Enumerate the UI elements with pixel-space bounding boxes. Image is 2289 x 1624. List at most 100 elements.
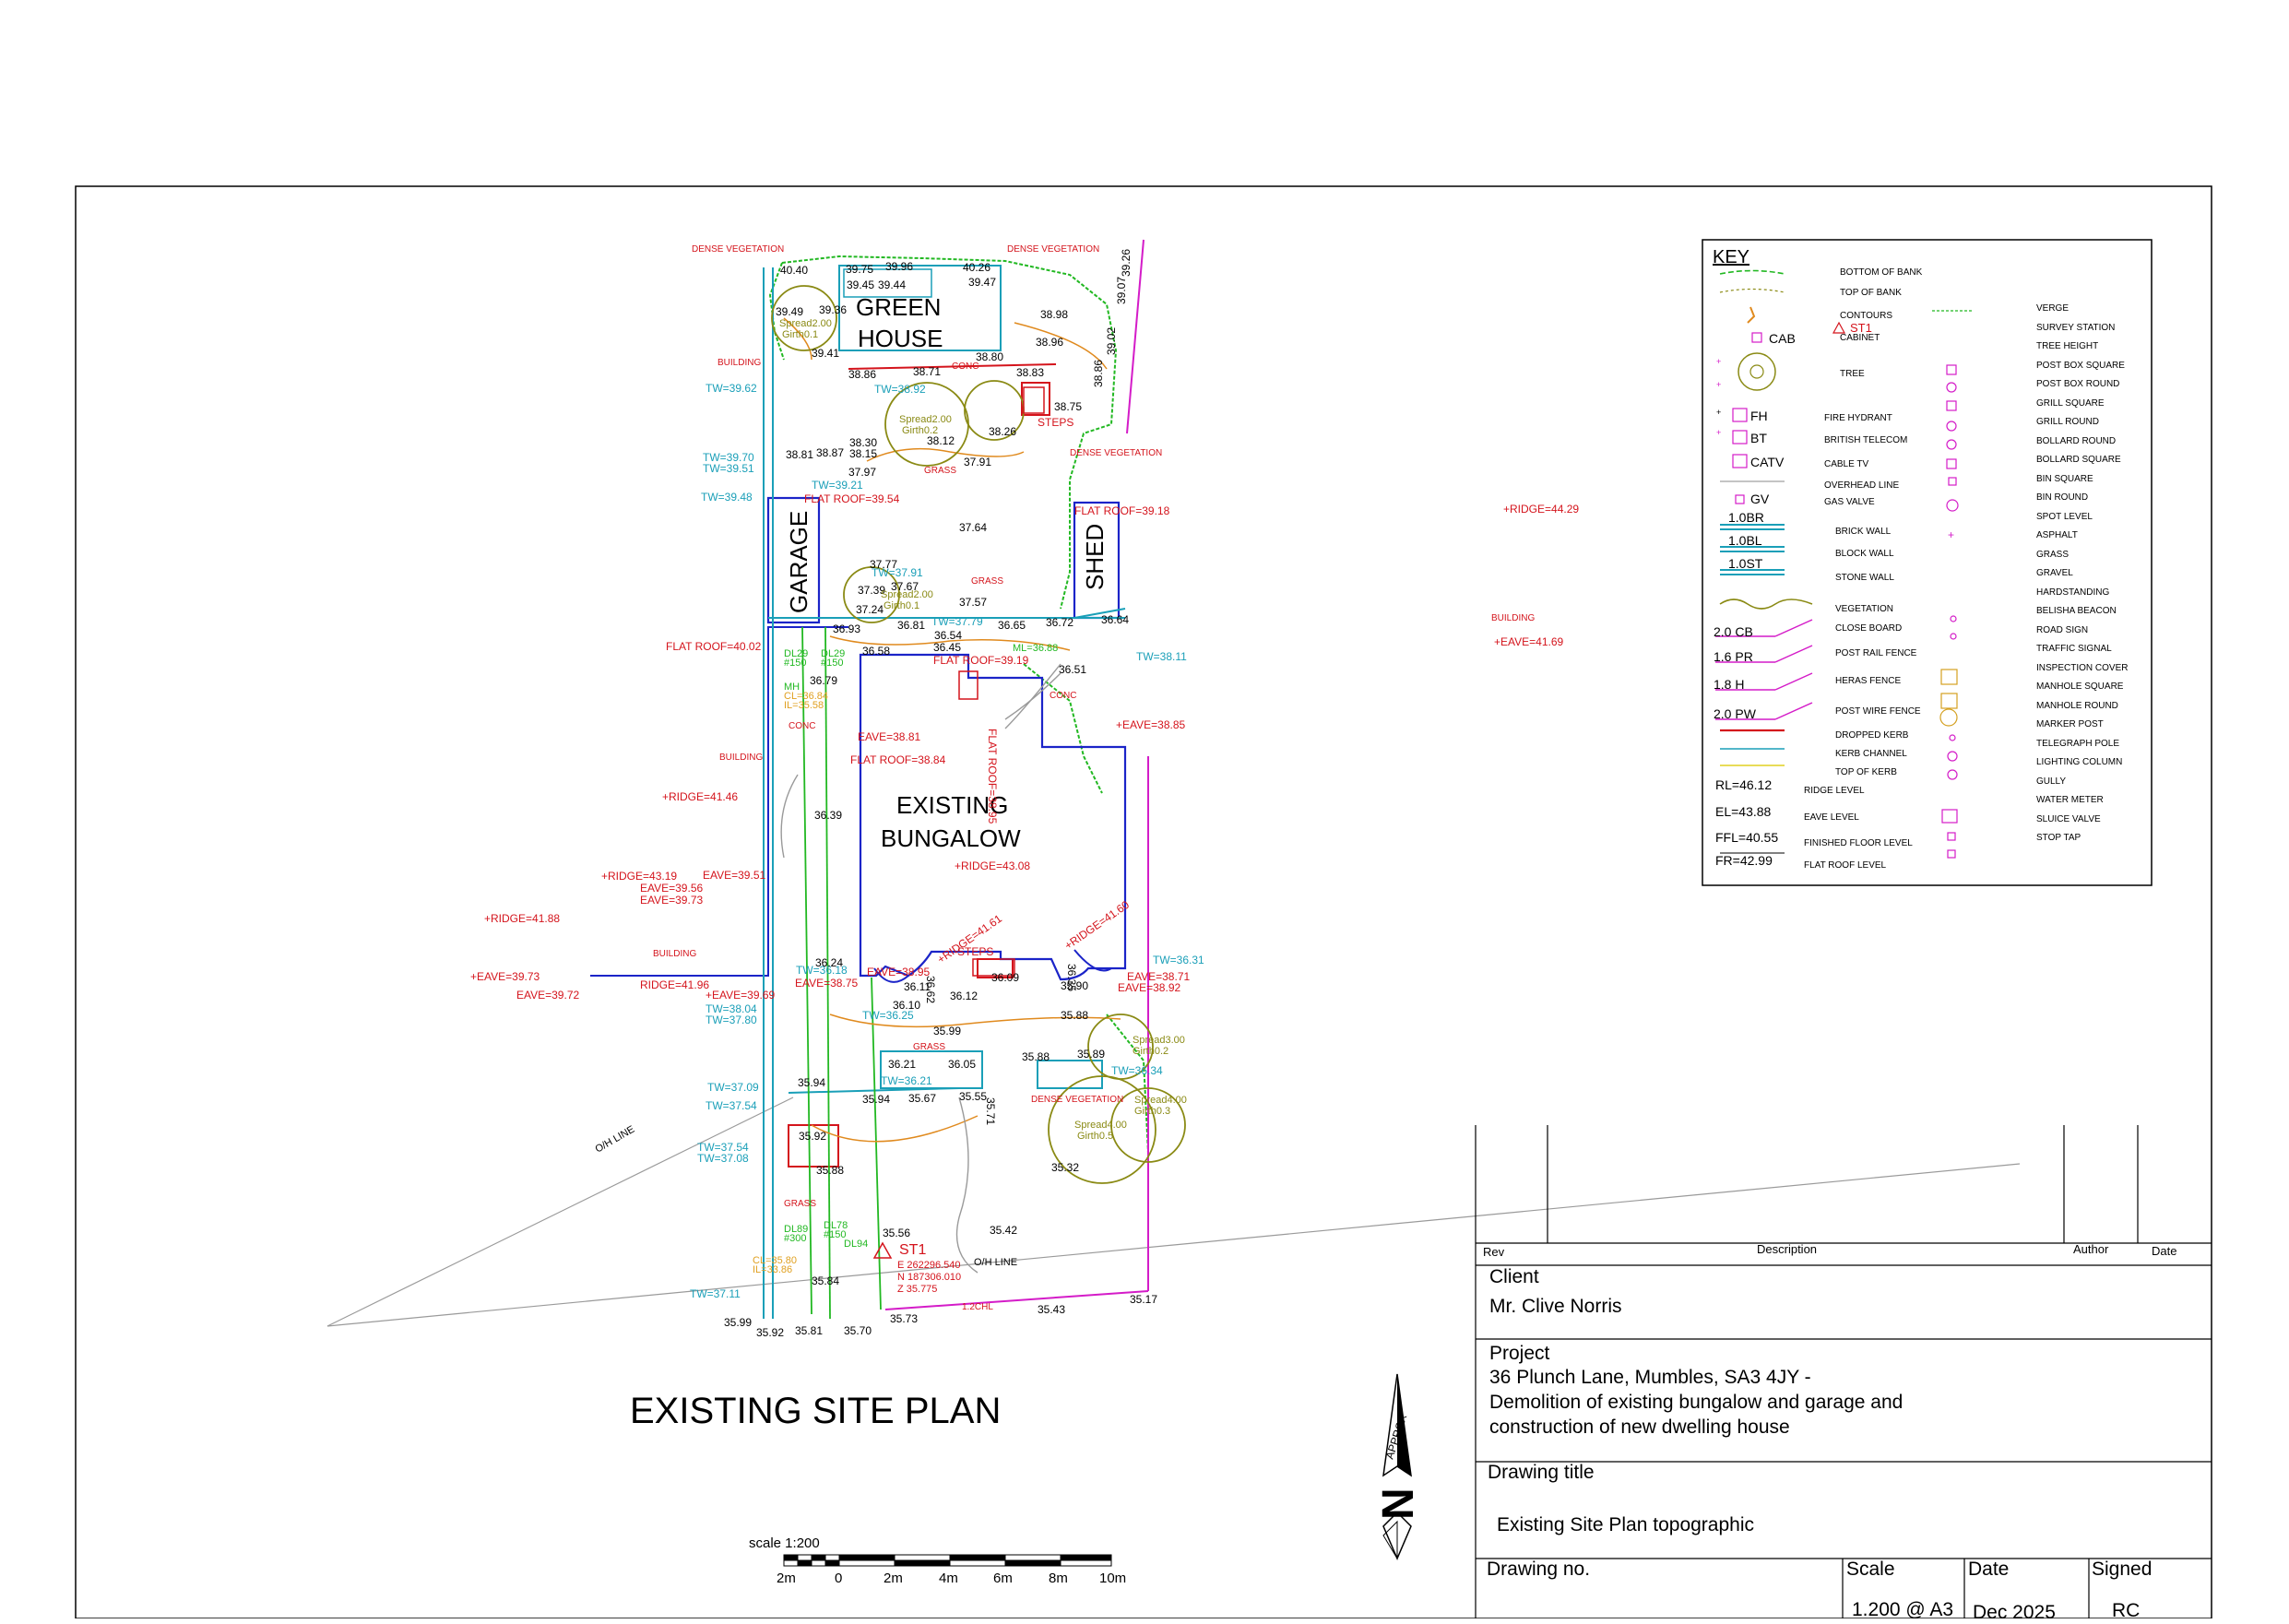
garage-label: GARAGE [785,511,812,613]
spot-level: 36.79 [810,674,837,687]
scale-tick-3: 4m [939,1571,958,1586]
spot-level: 38.71 [913,365,941,378]
key-item-label: LIGHTING COLUMN [2036,757,2122,767]
level-tw-7: TW=37.91 [872,566,923,579]
spot-level: 35.32 [1051,1161,1079,1174]
level-tw-4: TW=39.48 [701,491,753,504]
level-flat-roof-3: FLAT ROOF=40.02 [666,640,762,653]
annotation-steps-2: STEPS [957,945,993,958]
spot-level: 38.86 [1092,360,1105,387]
level-flat-roof-2: FLAT ROOF=39.18 [1074,504,1170,517]
key-code-bt: BT [1750,431,1767,445]
key-title: KEY [1713,247,1749,267]
annotation-dense-veg-3: DENSE VEGETATION [1070,448,1162,458]
date-field-label: Date [1968,1559,2010,1580]
key-item-label: GRAVEL [2036,568,2073,578]
spot-level: 36.64 [1101,613,1129,626]
key-item-label: TELEGRAPH POLE [2036,739,2119,749]
level-tw-15: TW=37.54 [706,1099,757,1112]
date-header: Date [2152,1244,2177,1258]
tree-label-11: Spread4.00 [1074,1120,1127,1131]
key-item-label: GULLY [2036,776,2066,787]
spot-level: 36.24 [815,956,843,969]
tree-label-7: Spread3.00 [1133,1035,1185,1046]
key-item-label: ASPHALT [2036,530,2078,540]
key-box [1702,239,2153,886]
key-symbols-right: + + + + + [1716,310,1974,859]
spot-level: 35.99 [724,1316,752,1329]
spot-level: 35.70 [844,1324,872,1337]
key-item-label: GRASS [2036,550,2069,560]
key-item-label: BRICK WALL [1835,527,1892,537]
tree-label-8: Girth0.2 [1133,1046,1168,1057]
level-eave-11: EAVE=38.75 [795,977,858,990]
green-label-15: IL=33.86 [753,1264,792,1275]
client-label: Client [1489,1266,1539,1287]
level-eave-10: EAVE=38.95 [867,966,930,978]
key-item-label: STONE WALL [1835,573,1894,583]
svg-text:+: + [1716,380,1721,389]
spot-level: 37.77 [870,558,897,571]
key-code-pr: 1.6 PR [1714,649,1753,664]
client-value: Mr. Clive Norris [1489,1296,1622,1317]
spot-level: 37.24 [856,603,884,616]
north-letter: N [1374,1488,1423,1520]
key-code-h: 1.8 H [1714,677,1744,692]
key-code-ffl: FFL=40.55 [1715,830,1778,845]
grey-drive-lines [780,663,1061,1274]
tree-label-10: Girth0.3 [1134,1106,1170,1117]
svg-text:+: + [1716,428,1721,437]
rev-header: Rev [1483,1245,1505,1259]
annotation-oh-line-2: O/H LINE [974,1257,1017,1268]
annotation-chl: 1.2CHL [962,1302,993,1312]
key-item-label: POST BOX ROUND [2036,379,2119,389]
key-item-label: WATER METER [2036,795,2104,805]
spot-level: 39.44 [878,279,906,291]
spot-level: 36.05 [948,1058,976,1071]
bungalow-label-1: EXISTING [896,791,1008,819]
tree-label-5: Spread2.00 [881,589,933,600]
overhead-line [326,1096,2021,1327]
key-item-label: EAVE LEVEL [1804,812,1859,823]
level-tw-12: TW=38.04 [706,1002,757,1015]
spot-level: 35.56 [883,1227,910,1239]
level-eave-3: EAVE=38.81 [858,730,920,743]
spot-level: 38.26 [989,425,1016,438]
key-item-label: TOP OF KERB [1835,767,1897,777]
key-item-label: POST WIRE FENCE [1835,706,1921,717]
drawing-title-value: Existing Site Plan topographic [1497,1514,1754,1535]
key-item-label: BIN ROUND [2036,492,2088,503]
tree-label-9: Spread4.00 [1134,1095,1187,1106]
project-label: Project [1489,1343,1550,1364]
annotation-grass-4: GRASS [784,1199,816,1209]
spot-level: 36.35 [1065,964,1078,991]
green-lines [801,626,882,1320]
tree-label-2: Girth0.1 [782,329,818,340]
scale-tick-1: 0 [835,1571,842,1586]
spot-level: 35.92 [799,1130,826,1143]
key-item-label: CABINET [1840,333,1880,343]
level-eave-7: +EAVE=39.73 [470,970,540,983]
spot-level: 37.64 [959,521,987,534]
annotation-building-3: BUILDING [719,753,763,763]
key-item-label: CABLE TV [1824,459,1868,469]
bungalow-bay-1 [873,967,909,983]
green-label-1: DL29 [784,648,808,659]
key-item-label: VEGETATION [1835,604,1893,614]
key-item-label: MARKER POST [2036,719,2104,729]
level-eave-8: EAVE=39.72 [516,989,579,1002]
spot-level: 39.41 [812,347,839,360]
spot-level: 37.91 [964,456,991,468]
project-line-3: construction of new dwelling house [1489,1417,1790,1438]
key-code-cab: CAB [1769,331,1796,346]
key-item-label: MANHOLE SQUARE [2036,682,2124,692]
spot-level: 36.93 [833,622,860,635]
key-code-fh: FH [1750,409,1768,423]
level-ridge-6: RIDGE=41.96 [640,978,709,991]
spot-level: 38.96 [1036,336,1063,349]
key-item-label: MANHOLE ROUND [2036,701,2118,711]
